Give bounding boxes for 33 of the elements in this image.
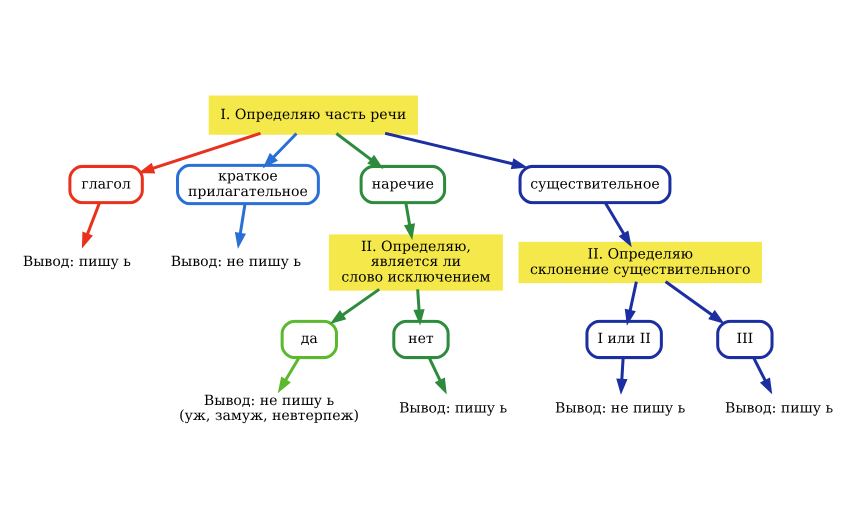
arrow	[604, 202, 632, 248]
arrow	[330, 288, 380, 324]
arrow	[82, 202, 101, 249]
arrow	[262, 132, 298, 168]
arrow	[624, 281, 638, 326]
node-text: Вывод: пишу ь	[725, 400, 834, 417]
arrow	[384, 132, 528, 170]
arrow	[752, 357, 772, 394]
node-box: наречие	[360, 164, 446, 204]
node-text: Вывод: пишу ь	[22, 254, 131, 270]
arrow	[428, 357, 447, 394]
node-box: да	[280, 320, 338, 360]
arrow	[616, 358, 628, 395]
node-text: Вывод: не пишу ь (уж, замуж, невтерпеж)	[179, 393, 359, 424]
node-box: III	[716, 320, 774, 360]
node-box: глагол	[68, 164, 144, 204]
node-box: I. Определяю часть речи	[208, 96, 418, 135]
node-text: Вывод: не пишу ь	[554, 400, 686, 417]
arrow	[413, 289, 425, 326]
arrow	[335, 132, 384, 169]
node-text: Вывод: не пишу ь	[170, 254, 302, 270]
arrow	[404, 202, 416, 240]
arrow	[138, 132, 261, 174]
node-box: II. Определяю, является ли слово исключением	[328, 234, 503, 291]
arrow	[664, 280, 725, 324]
node-text: Вывод: пишу ь	[399, 400, 508, 417]
node-box: I или II	[585, 320, 663, 360]
arrow	[234, 204, 247, 249]
node-box: существительное	[518, 164, 672, 204]
node-box: II. Определяю склонение существительного	[518, 242, 762, 284]
node-box: нет	[392, 320, 450, 360]
node-box: краткое прилагательное	[176, 164, 320, 206]
arrow	[278, 357, 300, 394]
